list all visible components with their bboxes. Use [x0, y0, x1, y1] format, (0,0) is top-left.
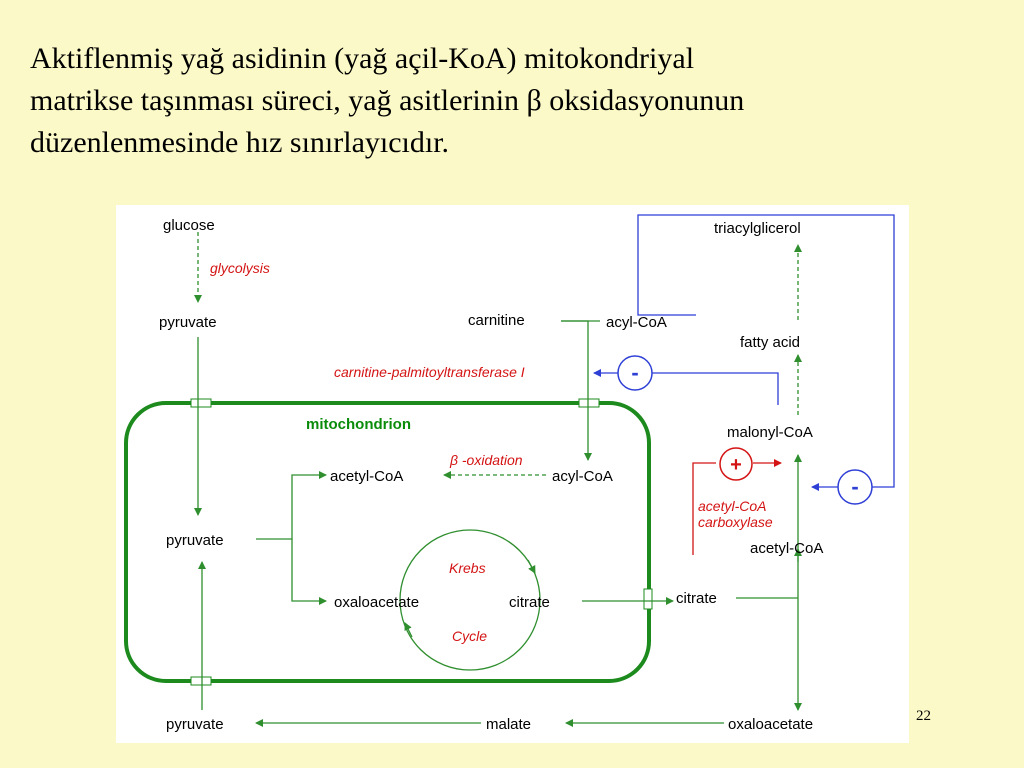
- label-cycle: Cycle: [452, 628, 487, 644]
- slide-text: Aktiflenmiş yağ asidinin (yağ açil-KoA) …: [30, 38, 1010, 164]
- label-malonyl-coa: malonyl-CoA: [727, 424, 813, 441]
- label-pyruvate-bottom: pyruvate: [166, 716, 224, 733]
- fatty-acid-transport-diagram: + - - glucose glycolysis pyruvate carnit…: [116, 205, 909, 743]
- label-fatty-acid: fatty acid: [740, 334, 800, 351]
- krebs-arrow-left: [404, 622, 413, 638]
- plus-sign: +: [730, 454, 742, 476]
- krebs-arrow-right: [527, 559, 536, 574]
- label-citrate-in: citrate: [509, 594, 550, 611]
- label-mitochondrion: mitochondrion: [306, 416, 411, 433]
- pathway-arrows: [194, 232, 802, 727]
- label-citrate-out: citrate: [676, 590, 717, 607]
- label-acyl-coa-in: acyl-CoA: [552, 468, 613, 485]
- text-line-1: Aktiflenmiş yağ asidinin (yağ açil-KoA) …: [30, 42, 695, 75]
- label-oxaloacetate-in: oxaloacetate: [334, 594, 419, 611]
- label-carnitine: carnitine: [468, 312, 525, 329]
- label-acetyl-coa-out: acetyl-CoA: [750, 540, 823, 557]
- label-oxaloacetate-out: oxaloacetate: [728, 716, 813, 733]
- inhibitor-symbol-cpt1: [617, 355, 653, 391]
- label-beta-oxidation: β -oxidation: [449, 452, 523, 468]
- inhibitor-symbol-carboxylase: [837, 469, 873, 505]
- text-line-3: düzenlenmesinde hız sınırlayıcıdır.: [30, 126, 450, 159]
- label-acyl-coa-out: acyl-CoA: [606, 314, 667, 331]
- label-pyruvate-in: pyruvate: [166, 532, 224, 549]
- label-acetyl-coa-carboxylase-2: carboxylase: [698, 514, 773, 530]
- membrane-transporters: [190, 398, 653, 686]
- activation-arrows: [692, 459, 782, 555]
- activator-symbol: [719, 447, 753, 481]
- label-cpt1: carnitine-palmitoyltransferase I: [334, 364, 525, 380]
- diagram-background: [116, 205, 909, 743]
- slide-number: 22: [916, 708, 931, 724]
- label-malate: malate: [486, 716, 531, 733]
- minus-sign-cpt1: -: [631, 360, 638, 385]
- label-glycolysis: glycolysis: [210, 260, 270, 276]
- minus-sign-carboxylase: -: [851, 474, 858, 499]
- label-krebs: Krebs: [449, 560, 486, 576]
- inhibition-arrows: [593, 214, 895, 491]
- mitochondrion-membrane: [124, 401, 651, 683]
- krebs-cycle-circle: [399, 529, 541, 671]
- label-acetyl-coa-in: acetyl-CoA: [330, 468, 403, 485]
- label-acetyl-coa-carboxylase-1: acetyl-CoA: [698, 498, 766, 514]
- label-glucose: glucose: [163, 217, 215, 234]
- label-pyruvate-top: pyruvate: [159, 314, 217, 331]
- label-triacylglicerol: triacylglicerol: [714, 220, 801, 237]
- text-line-2: matrikse taşınması süreci, yağ asitlerin…: [30, 84, 745, 117]
